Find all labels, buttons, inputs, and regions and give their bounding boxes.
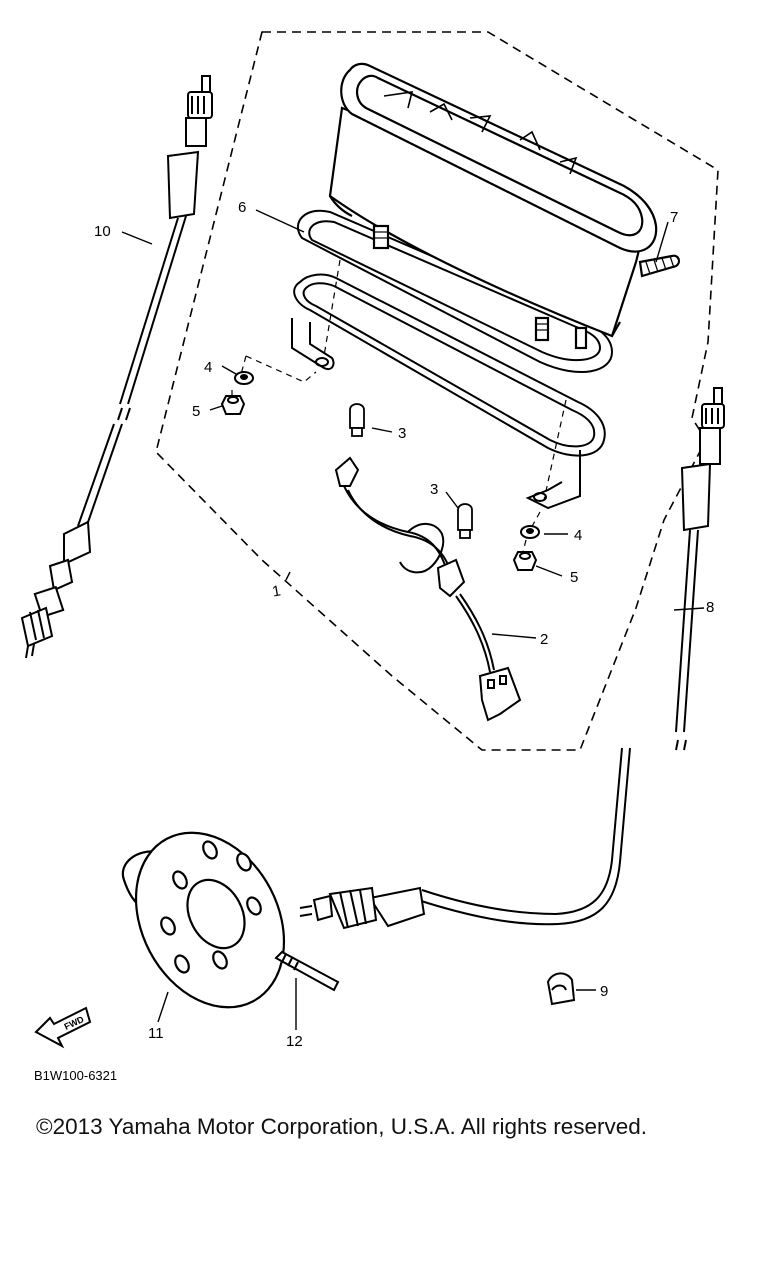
leader-lines [121, 209, 705, 1030]
callout-1: 1 [271, 582, 282, 600]
callout-4-left: 4 [204, 359, 212, 376]
callout-10: 10 [94, 223, 111, 240]
copyright-notice: ©2013 Yamaha Motor Corporation, U.S.A. A… [36, 1114, 648, 1139]
callout-11: 11 [148, 1025, 164, 1042]
nut-right [512, 551, 538, 571]
callout-5-left: 5 [192, 403, 200, 420]
callout-8: 8 [706, 599, 714, 616]
callout-4-right: 4 [574, 527, 582, 544]
callout-3-lower: 3 [430, 481, 438, 498]
callout-12: 12 [286, 1033, 303, 1050]
bulb-lower [457, 503, 473, 539]
callout-3-upper: 3 [398, 425, 406, 442]
speedometer-housing [328, 62, 681, 350]
callout-5-right: 5 [570, 569, 578, 586]
forward-arrow-icon: FWD [34, 1006, 92, 1049]
callout-7: 7 [670, 209, 678, 226]
diagram-code: B1W100-6321 [34, 1068, 117, 1083]
cable-right [299, 387, 725, 930]
parts-diagram: FWD 10 6 7 4 5 3 3 4 5 1 2 8 9 11 12 B1W… [20, 31, 725, 1083]
pin [274, 950, 340, 992]
nut-left [220, 395, 246, 415]
callout-6: 6 [238, 199, 246, 216]
callout-9: 9 [600, 983, 608, 1000]
bracket-gasket [291, 273, 606, 510]
washer-left [234, 371, 254, 385]
assembly-boundary [155, 31, 719, 751]
callout-2: 2 [540, 631, 548, 648]
cable-clip [546, 972, 576, 1006]
wiring-harness [334, 456, 522, 722]
bulb-upper [349, 403, 365, 437]
drive-plate [121, 831, 286, 1009]
washer-right [520, 525, 540, 539]
alignment-lines [231, 259, 567, 557]
cable-left [20, 75, 213, 659]
